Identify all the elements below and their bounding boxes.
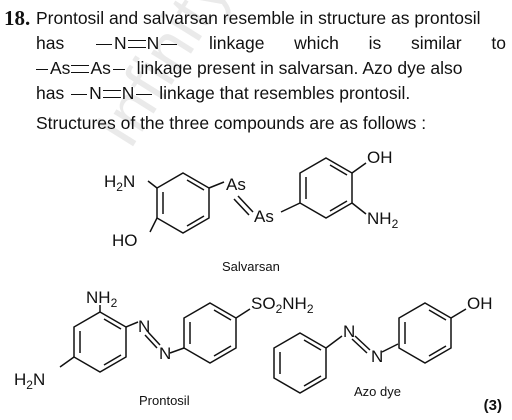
azo-dye-label-n-1: N <box>343 322 355 341</box>
word-similar: similar <box>411 33 462 53</box>
salvarsan-name: Salvarsan <box>222 259 280 274</box>
salvarsan-label-h2n: H2N <box>104 172 135 194</box>
prontosil-label-h2n: H2N <box>14 370 45 392</box>
salvarsan-label-oh: OH <box>367 148 393 167</box>
question-line-1: Prontosil and salvarsan resemble in stru… <box>36 8 481 28</box>
prontosil-name: Prontosil <box>139 393 190 408</box>
salvarsan-right-ring <box>280 157 367 219</box>
question-line-5: Structures of the three compounds are as… <box>36 113 427 133</box>
salvarsan-label-nh2: NH2 <box>367 209 399 231</box>
word-has: has <box>36 33 65 53</box>
prontosil-label-so2nh2: SO2NH2 <box>251 294 314 316</box>
prontosil-right-ring <box>183 302 251 364</box>
word-which: which <box>294 33 339 53</box>
prontosil-label-nh2: NH2 <box>86 288 118 310</box>
salvarsan-left-ring <box>147 172 225 234</box>
prontosil-label-n-2: N <box>159 344 171 363</box>
marks-label: (3) <box>483 397 502 414</box>
azo-dye-label-oh: OH <box>467 294 493 313</box>
azo-dye-right-ring <box>398 302 467 364</box>
azo-dye-name: Azo dye <box>354 384 401 399</box>
word-linkage: linkage <box>208 33 265 53</box>
line3-text: linkage present in salvarsan. Azo dye al… <box>136 58 463 78</box>
azo-dye-label-n-2: N <box>371 347 383 366</box>
word-has-2: has <box>36 83 65 103</box>
salvarsan-label-ho: HO <box>112 231 138 250</box>
prontosil-label-n-1: N <box>138 317 150 336</box>
question-number: 18. <box>4 6 31 30</box>
azo-dye-left-ring <box>273 332 399 394</box>
salvarsan-label-as-2: As <box>254 207 274 226</box>
prontosil-left-ring <box>59 305 185 373</box>
line4-text: linkage that resembles prontosil. <box>159 83 411 103</box>
word-to: to <box>491 33 506 53</box>
word-is: is <box>368 33 382 53</box>
salvarsan-label-as-1: As <box>226 175 246 194</box>
